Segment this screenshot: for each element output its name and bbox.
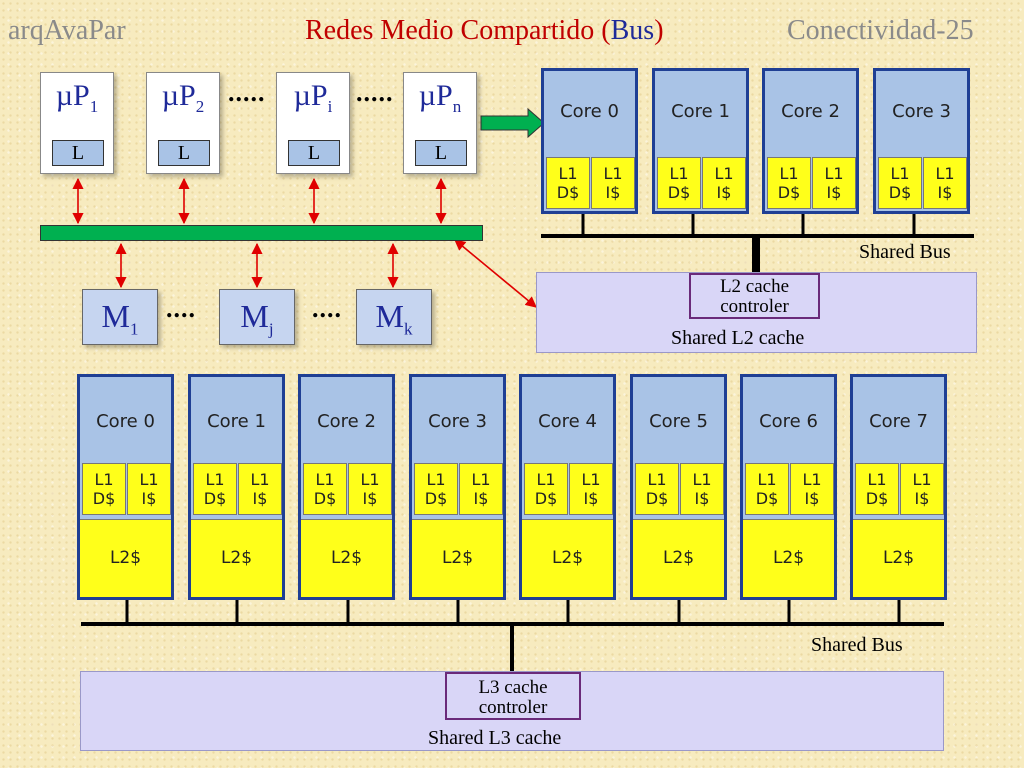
shared-l3-cache-label: Shared L3 cache (428, 727, 562, 749)
core-label: Core 1 (671, 101, 730, 122)
local-cache: L (52, 140, 104, 166)
l1-instruction-cache: L1 I$ (923, 157, 967, 209)
l2-cache: L2$ (853, 519, 944, 597)
local-cache: L (288, 140, 340, 166)
core-box: Core 1 L1 D$ L1 I$ L2$ (188, 374, 285, 600)
l1-instruction-cache: L1 I$ (459, 463, 503, 515)
core-label: Core 0 (560, 101, 619, 122)
core-box: Core 7 L1 D$ L1 I$ L2$ (850, 374, 947, 600)
core-box: Core 2 L1 D$ L1 I$ (762, 68, 859, 214)
shared-bus-label: Shared Bus (811, 634, 903, 656)
shared-l2-cache: L2 cache controler Shared L2 cache (536, 272, 977, 353)
processor-label: µP1 (55, 79, 99, 116)
core-label: Core 7 (869, 411, 928, 432)
shared-bus-label: Shared Bus (859, 241, 951, 263)
processor-label: µP2 (161, 79, 205, 116)
ellipsis-dots: ..... (228, 78, 266, 107)
core-box: Core 3 L1 D$ L1 I$ (873, 68, 970, 214)
memory-j: Mj (219, 289, 295, 345)
l1-data-cache: L1 D$ (524, 463, 568, 515)
memory-k: Mk (356, 289, 432, 345)
l1-data-cache: L1 D$ (546, 157, 590, 209)
core-label: Core 3 (428, 411, 487, 432)
shared-bus-bar (40, 225, 483, 241)
l1-instruction-cache: L1 I$ (348, 463, 392, 515)
processor-1: µP1 L (40, 72, 114, 174)
processor-i: µPi L (276, 72, 350, 174)
core-label: Core 2 (317, 411, 376, 432)
core-label: Core 6 (759, 411, 818, 432)
l1-instruction-cache: L1 I$ (680, 463, 724, 515)
l2-cache: L2$ (191, 519, 282, 597)
l3-cache-controller: L3 cache controler (445, 672, 581, 720)
l1-instruction-cache: L1 I$ (591, 157, 635, 209)
l1-instruction-cache: L1 I$ (127, 463, 171, 515)
core-box: Core 3 L1 D$ L1 I$ L2$ (409, 374, 506, 600)
shared-l3-cache: L3 cache controler Shared L3 cache (80, 671, 944, 751)
l1-data-cache: L1 D$ (878, 157, 922, 209)
memory-1: M1 (82, 289, 158, 345)
processor-2: µP2 L (146, 72, 220, 174)
core-box: Core 0 L1 D$ L1 I$ L2$ (77, 374, 174, 600)
l2-cache-controller: L2 cache controler (689, 273, 820, 319)
l1-data-cache: L1 D$ (767, 157, 811, 209)
local-cache: L (158, 140, 210, 166)
l2-cache: L2$ (301, 519, 392, 597)
l2-cache: L2$ (80, 519, 171, 597)
slide-title-prefix: Redes Medio Compartido ( (305, 15, 611, 46)
l2-cache: L2$ (633, 519, 724, 597)
core-box: Core 4 L1 D$ L1 I$ L2$ (519, 374, 616, 600)
local-cache: L (415, 140, 467, 166)
course-title: arqAvaPar (8, 15, 126, 46)
slide-title-suffix: ) (654, 15, 664, 46)
shared-l2-cache-label: Shared L2 cache (671, 327, 805, 349)
l1-data-cache: L1 D$ (414, 463, 458, 515)
l1-data-cache: L1 D$ (193, 463, 237, 515)
processor-n: µPn L (403, 72, 477, 174)
l1-data-cache: L1 D$ (635, 463, 679, 515)
core-label: Core 3 (892, 101, 951, 122)
l1-data-cache: L1 D$ (82, 463, 126, 515)
core-box: Core 5 L1 D$ L1 I$ L2$ (630, 374, 727, 600)
core-label: Core 2 (781, 101, 840, 122)
l1-instruction-cache: L1 I$ (569, 463, 613, 515)
l2-cache: L2$ (412, 519, 503, 597)
ellipsis-dots: .... (166, 294, 196, 323)
processor-label: µPi (293, 79, 333, 116)
core-label: Core 4 (538, 411, 597, 432)
l1-instruction-cache: L1 I$ (812, 157, 856, 209)
core-label: Core 0 (96, 411, 155, 432)
l1-data-cache: L1 D$ (855, 463, 899, 515)
l1-data-cache: L1 D$ (657, 157, 701, 209)
slide-title-bus: Bus (610, 15, 655, 46)
l2-cache: L2$ (743, 519, 834, 597)
core-label: Core 1 (207, 411, 266, 432)
l2-cache: L2$ (522, 519, 613, 597)
l1-instruction-cache: L1 I$ (790, 463, 834, 515)
slide-number: Conectividad-25 (787, 15, 974, 46)
core-box: Core 0 L1 D$ L1 I$ (541, 68, 638, 214)
slide-title: Redes Medio Compartido (Bus) (305, 14, 664, 48)
core-box: Core 1 L1 D$ L1 I$ (652, 68, 749, 214)
l1-instruction-cache: L1 I$ (702, 157, 746, 209)
l1-data-cache: L1 D$ (303, 463, 347, 515)
core-label: Core 5 (649, 411, 708, 432)
processor-label: µPn (418, 79, 462, 116)
ellipsis-dots: .... (312, 294, 342, 323)
ellipsis-dots: ..... (356, 78, 394, 107)
l1-instruction-cache: L1 I$ (900, 463, 944, 515)
core-box: Core 2 L1 D$ L1 I$ L2$ (298, 374, 395, 600)
core-box: Core 6 L1 D$ L1 I$ L2$ (740, 374, 837, 600)
l1-data-cache: L1 D$ (745, 463, 789, 515)
l1-instruction-cache: L1 I$ (238, 463, 282, 515)
